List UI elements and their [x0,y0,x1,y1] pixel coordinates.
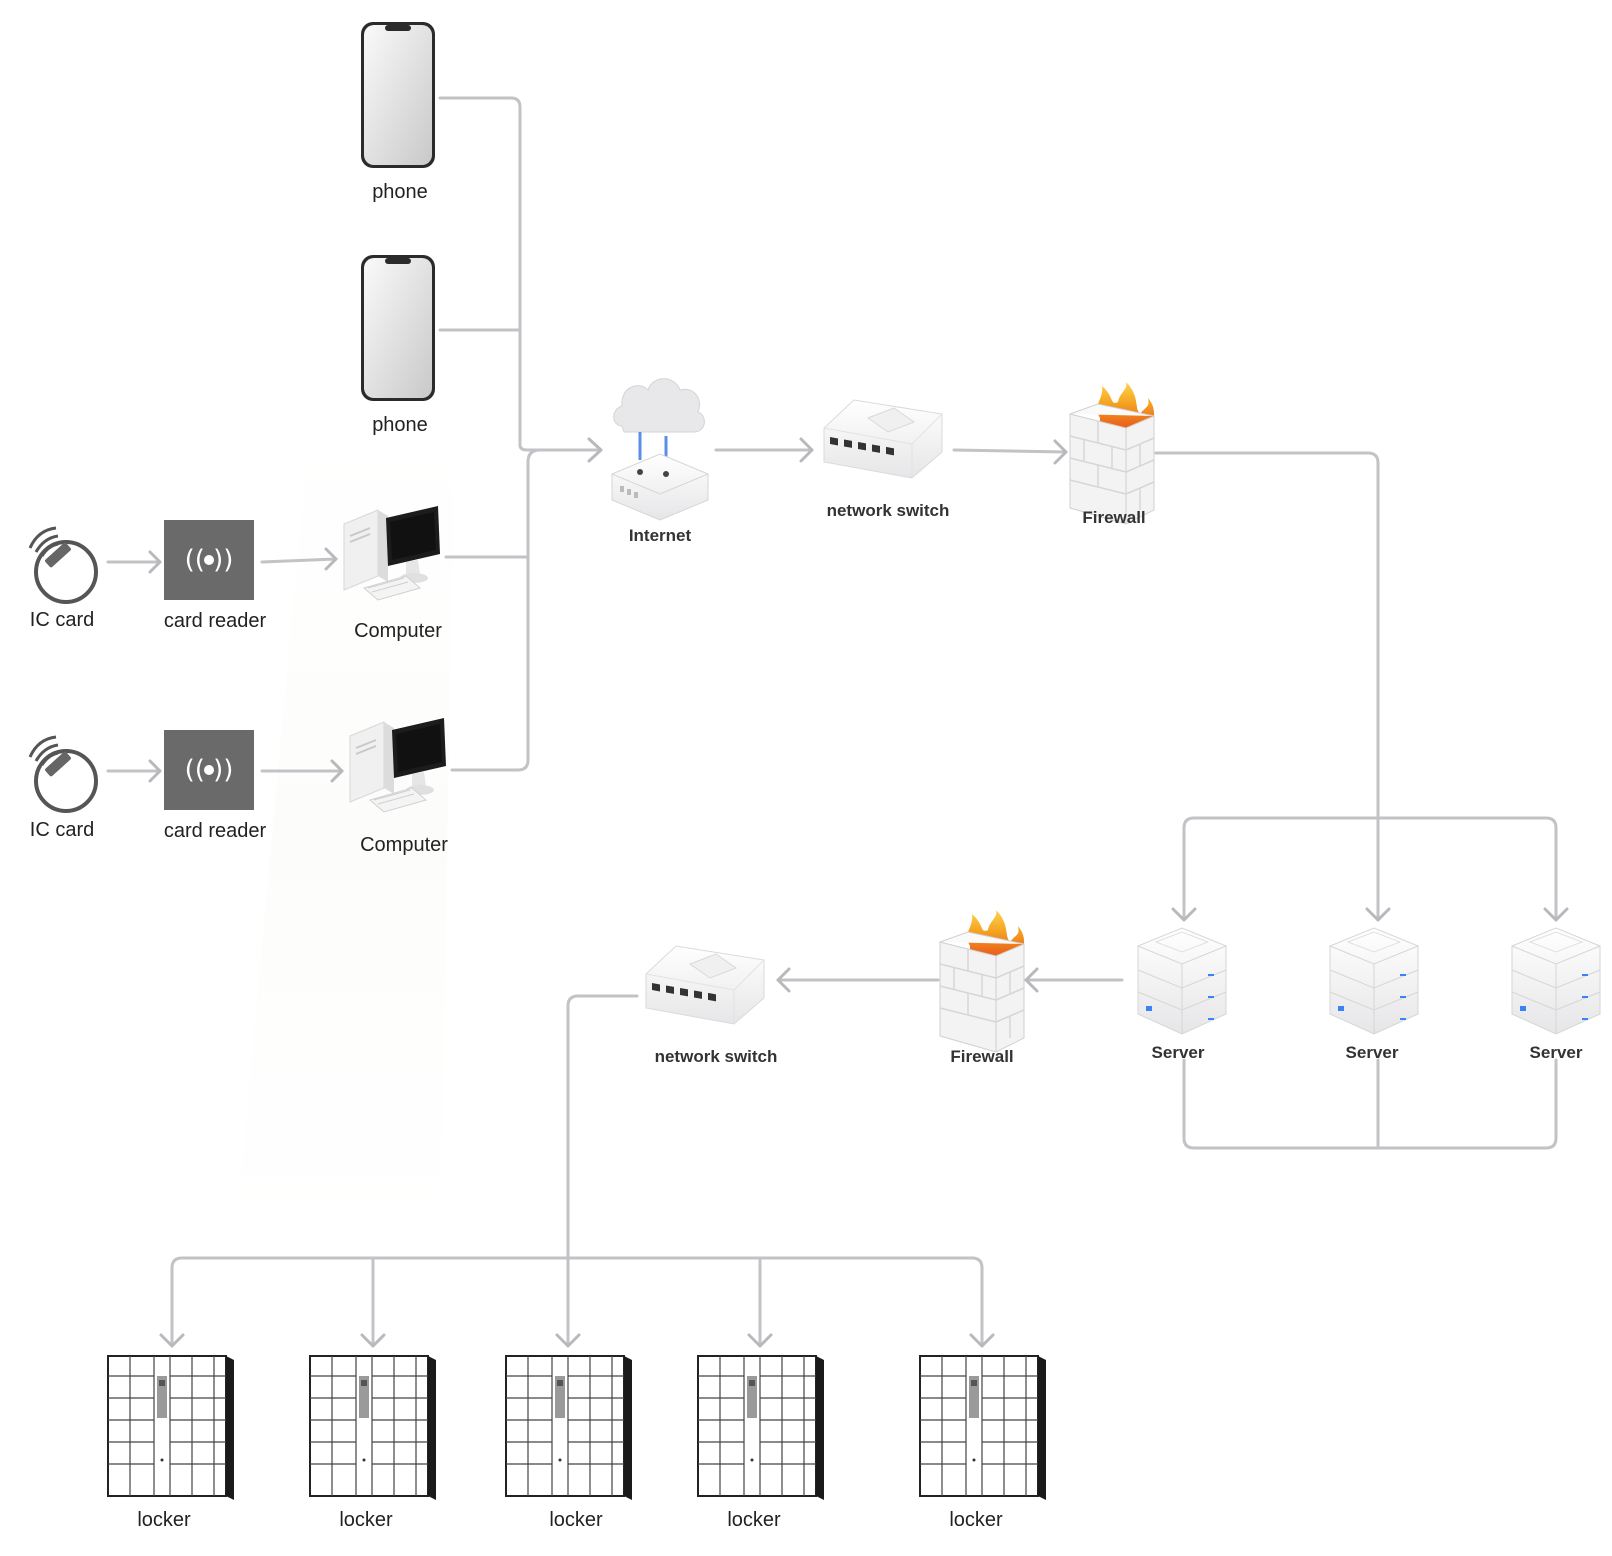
background-glow [235,420,455,1240]
phone-icon [361,22,435,168]
server-label: Server [1152,1043,1205,1062]
network-switch-label: network switch [655,1047,778,1066]
connector-phone-1 [438,96,603,452]
connector-servers-bottom [1182,1058,1558,1150]
network-switch-node-2: network switch [645,945,778,1066]
server-node-2: Server [1329,927,1419,1062]
locker-node-1: locker [107,1355,235,1531]
network-switch-label: network switch [827,501,950,520]
arrow-firewall-1 [1053,439,1068,465]
firewall-node-2: Firewall [939,909,1025,1066]
locker-label: locker [727,1509,781,1531]
connectors [106,96,1569,1348]
server-icon [1329,927,1419,1035]
ic-card-icon [28,526,98,604]
card-reader-label: card reader [164,610,267,632]
card-reader-node-1: card reader [164,520,267,632]
internet-label: Internet [629,526,692,545]
arrow-locker-4 [747,1333,773,1348]
locker-node-4: locker [697,1355,825,1531]
locker-icon [919,1355,1047,1501]
connector-computer-2 [450,448,542,772]
arrow-server-2 [1365,907,1391,922]
locker-label: locker [549,1509,603,1531]
server-icon [1511,927,1601,1035]
locker-icon [697,1355,825,1501]
network-switch-icon [645,945,765,1025]
phone-label: phone [372,414,428,436]
connector-network-switch-2 [566,994,639,1260]
connector-card-reader-1 [260,557,338,564]
firewall-icon [939,909,1025,1053]
card-reader-label: card reader [164,820,267,842]
server-node-1: Server [1137,927,1227,1062]
ic-card-node-2: IC card [28,735,98,841]
firewall-label: Firewall [1082,508,1145,527]
computer-node-2: Computer [349,717,448,856]
network-switch-node-1: network switch [823,399,950,520]
arrow-network-switch-2 [776,967,791,993]
computer-label: Computer [354,620,442,642]
firewall-node-1: Firewall [1069,381,1155,527]
firewall-icon [1069,381,1155,525]
locker-label: locker [339,1509,393,1531]
connector-lockers-bus [170,1256,984,1348]
firewall-label: Firewall [950,1047,1013,1066]
card-reader-icon [164,520,254,600]
arrow-server-3 [1543,907,1569,922]
ic-card-node-1: IC card [28,526,98,631]
connector-servers-top [1182,816,1558,922]
phone-icon [361,255,435,401]
locker-node-2: locker [309,1355,437,1531]
arrow-locker-1 [159,1333,185,1348]
computer-node-1: Computer [343,505,442,642]
ic-card-label: IC card [30,609,94,631]
phone-label: phone [372,181,428,203]
ic-card-label: IC card [30,819,94,841]
network-switch-icon [823,399,943,479]
locker-node-5: locker [919,1355,1047,1531]
cloud-router-icon [610,377,710,522]
arrow-computer-1 [324,547,338,571]
arrow-server-1 [1171,907,1197,922]
arrow-computer-2 [330,759,344,783]
server-label: Server [1530,1043,1583,1062]
card-reader-node-2: card reader [164,730,267,842]
ic-card-icon [28,735,98,813]
internet-node: Internet [610,377,710,545]
arrow-locker-2 [360,1333,386,1348]
arrow-network-switch-1 [799,437,814,463]
arrow-card-reader-1 [148,550,162,574]
arrow-firewall-2 [1024,967,1039,993]
server-label: Server [1346,1043,1399,1062]
phone-node-2: phone [361,255,435,436]
locker-icon [505,1355,633,1501]
locker-icon [107,1355,235,1501]
arrow-locker-3 [555,1333,581,1348]
locker-icon [309,1355,437,1501]
connector-network-switch-1 [952,448,1068,454]
server-node-3: Server [1511,927,1601,1062]
phone-node-1: phone [361,22,435,203]
arrow-card-reader-2 [148,759,162,783]
locker-label: locker [949,1509,1003,1531]
arrow-locker-5 [969,1333,995,1348]
arrow-to-internet [587,437,603,463]
computer-label: Computer [360,834,448,856]
locker-node-3: locker [505,1355,633,1531]
server-icon [1137,927,1227,1035]
connector-firewall-1 [1154,451,1380,922]
card-reader-icon [164,730,254,810]
locker-label: locker [137,1509,191,1531]
